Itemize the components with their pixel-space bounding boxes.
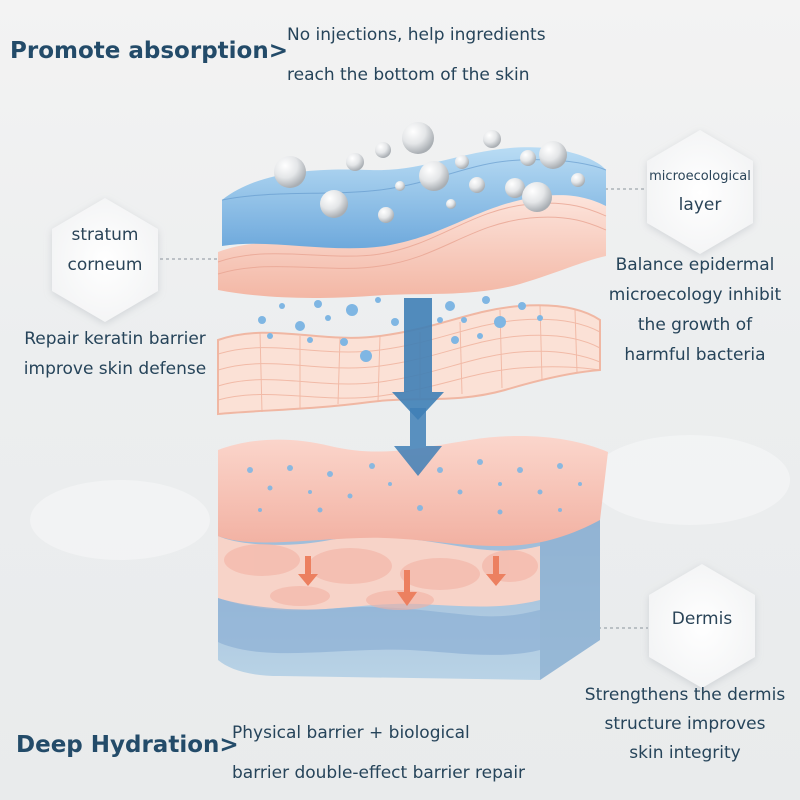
repair-desc-line2: improve skin defense	[23, 359, 207, 379]
balance-desc-line1: Balance epidermal	[615, 255, 775, 275]
absorption-arrows	[392, 298, 444, 476]
balance-desc-line4: harmful bacteria	[624, 345, 766, 365]
strengthen-desc-line1: Strengthens the dermis	[584, 685, 786, 705]
microecological-label-line1: microecological	[649, 169, 751, 184]
stratum-label-line2: corneum	[67, 255, 143, 275]
repair-desc-line1: Repair keratin barrier	[24, 329, 206, 349]
promote-absorption-heading: Promote absorption>	[10, 38, 288, 64]
hexagon-badges	[52, 130, 755, 688]
balance-desc-line3: the growth of	[637, 315, 753, 335]
microecological-layer	[222, 147, 606, 249]
deep-hydration-desc-line1: Physical barrier + biological	[232, 723, 470, 743]
water-bubbles	[258, 296, 543, 362]
stratum-layer	[218, 189, 606, 298]
dermis-label: Dermis	[671, 609, 733, 629]
microecological-label-line2: layer	[678, 195, 722, 215]
balance-desc-line2: microecology inhibit	[608, 285, 782, 305]
ingredient-spheres	[274, 122, 585, 223]
promote-absorption-desc-line2: reach the bottom of the skin	[287, 65, 530, 85]
promote-absorption-desc-line1: No injections, help ingredients	[287, 25, 546, 45]
strengthen-desc-line3: skin integrity	[629, 743, 741, 763]
nutrient-arrows	[298, 556, 506, 606]
deep-hydration-desc-line2: barrier double-effect barrier repair	[232, 763, 526, 783]
stratum-label-line1: stratum	[71, 225, 139, 245]
background-glow	[30, 435, 790, 560]
strengthen-desc-line2: structure improves	[604, 714, 766, 734]
dermis-surface	[218, 436, 608, 546]
deep-hydration-heading: Deep Hydration>	[16, 732, 239, 758]
